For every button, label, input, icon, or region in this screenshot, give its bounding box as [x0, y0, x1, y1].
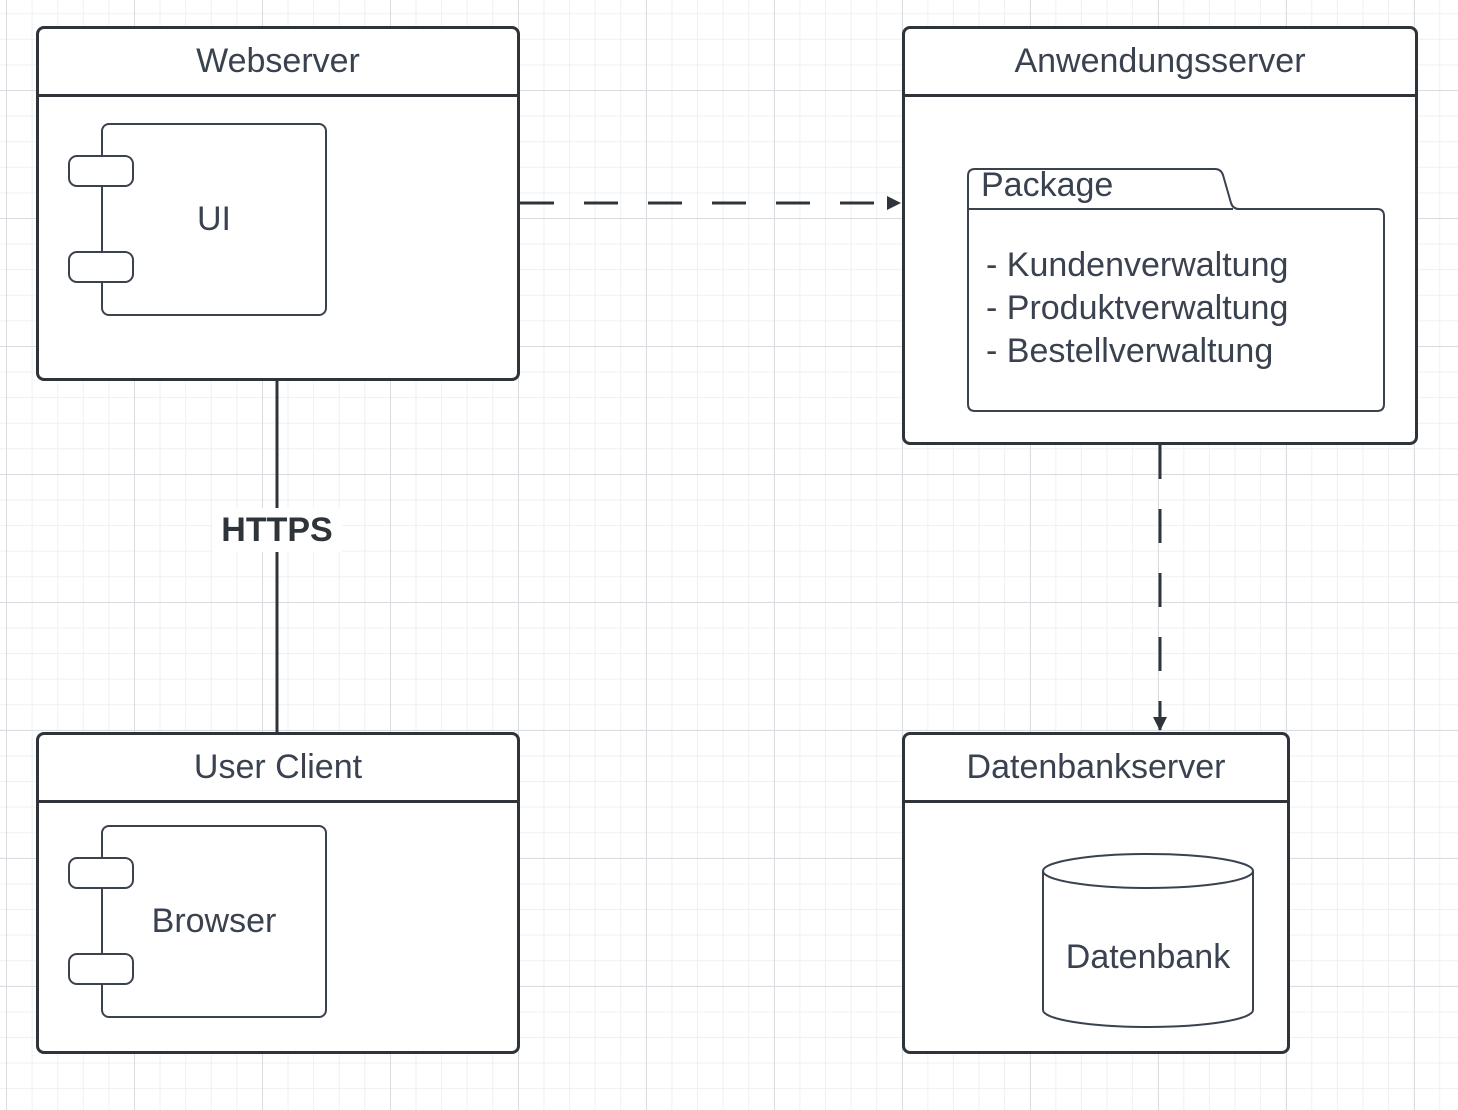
ui-component-port-icon [68, 155, 134, 187]
browser-component[interactable]: Browser [101, 825, 327, 1018]
database-label: Datenbank [1065, 937, 1231, 976]
datenbankserver-title: Datenbankserver [905, 735, 1287, 803]
package-name: Package [981, 166, 1114, 204]
browser-component-port-icon [68, 953, 134, 985]
user-client-title: User Client [39, 735, 517, 803]
webserver-title: Webserver [39, 29, 517, 97]
ui-component-label: UI [197, 200, 231, 238]
browser-component-label: Browser [151, 902, 277, 940]
package-item: - Kundenverwaltung [986, 246, 1289, 284]
browser-component-port-icon [68, 857, 134, 889]
ui-component[interactable]: UI [101, 123, 327, 316]
package-item: - Bestellverwaltung [986, 332, 1274, 370]
https-connection-label: HTTPS [212, 508, 342, 552]
package-item: - Produktverwaltung [986, 289, 1289, 327]
package-item-list: - Kundenverwaltung - Produktverwaltung -… [986, 244, 1288, 373]
database-cylinder-icon[interactable] [1040, 852, 1256, 1032]
ui-component-port-icon [68, 251, 134, 283]
package-folder-icon[interactable] [965, 166, 1387, 414]
anwendungsserver-title: Anwendungsserver [905, 29, 1415, 97]
